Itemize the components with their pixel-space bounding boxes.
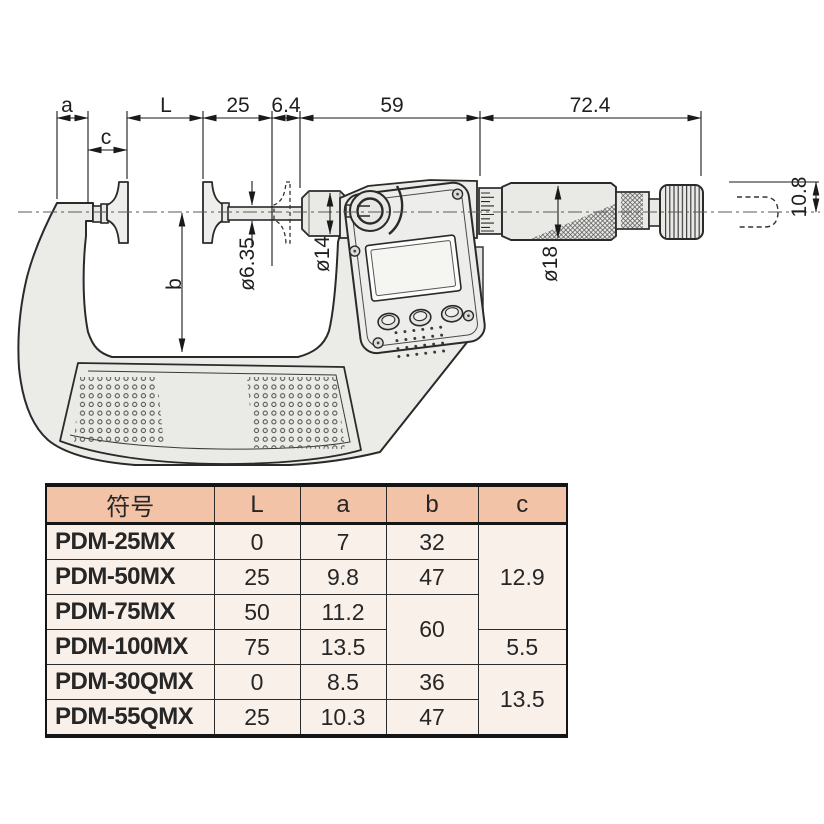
value-b: 32 bbox=[385, 523, 479, 560]
micrometer-diagram: a c L 25 6.4 59 72.4 b ø6.35 ø14 ø18 10.… bbox=[17, 94, 820, 466]
table-row: PDM-100MX 75 13.5 5.5 bbox=[45, 629, 568, 665]
value-L: 75 bbox=[213, 629, 301, 665]
dim-label-72-4: 72.4 bbox=[570, 94, 611, 117]
value-a: 13.5 bbox=[299, 629, 387, 665]
value-a: 8.5 bbox=[299, 664, 387, 700]
value-b: 47 bbox=[385, 559, 479, 595]
value-c: 5.5 bbox=[477, 629, 568, 665]
speaker-grid bbox=[394, 325, 446, 359]
model-cell: PDM-100MX bbox=[45, 629, 215, 665]
value-L: 50 bbox=[213, 594, 301, 630]
value-b: 36 bbox=[385, 664, 479, 700]
table-header-row: 符号 L a b c bbox=[45, 484, 568, 525]
table-row: PDM-55QMX 25 10.3 47 bbox=[45, 699, 567, 737]
value-a: 10.3 bbox=[299, 699, 387, 737]
dim-label-59: 59 bbox=[380, 94, 403, 117]
anvil-disc bbox=[106, 181, 129, 244]
adjust-cylinder-knurl bbox=[621, 193, 643, 228]
spindle-rod bbox=[227, 206, 303, 221]
dimension-lines bbox=[56, 111, 820, 353]
model-cell: PDM-30QMX bbox=[45, 664, 215, 700]
table-row: PDM-30QMX 0 8.5 36 13.5 bbox=[45, 664, 568, 737]
ghost-spindle-end bbox=[737, 196, 779, 228]
value-c-merged: 13.5 bbox=[477, 664, 568, 737]
value-L: 25 bbox=[213, 699, 301, 737]
value-b: 47 bbox=[385, 699, 479, 737]
value-L: 0 bbox=[213, 523, 301, 560]
model-cell: PDM-55QMX bbox=[45, 699, 215, 737]
dim-label-6-4: 6.4 bbox=[271, 94, 301, 117]
value-a: 11.2 bbox=[299, 594, 387, 630]
case-screws bbox=[349, 188, 475, 349]
function-buttons bbox=[377, 304, 464, 331]
dim-label-dia18: ø18 bbox=[539, 246, 562, 282]
col-header-symbol: 符号 bbox=[45, 484, 215, 525]
table-row: PDM-50MX 25 9.8 47 bbox=[45, 559, 567, 595]
sleeve-graduations bbox=[481, 192, 494, 232]
dim-label-b: b bbox=[163, 278, 186, 290]
model-cell: PDM-75MX bbox=[45, 594, 215, 630]
dim-label-10-8: 10.8 bbox=[788, 177, 811, 218]
dim-label-L: L bbox=[160, 94, 172, 117]
dim-label-a: a bbox=[61, 94, 73, 117]
dim-label-dia6-35: ø6.35 bbox=[236, 237, 259, 291]
model-cell: PDM-25MX bbox=[45, 523, 215, 560]
value-L: 25 bbox=[213, 559, 301, 595]
grip-dots-left bbox=[74, 377, 164, 445]
value-c-merged: 12.9 bbox=[477, 523, 568, 630]
col-header-a: a bbox=[299, 484, 387, 525]
spec-table: 符号 L a b c PDM-25MX 0 7 32 12.9 PDM-50MX… bbox=[45, 483, 568, 738]
value-b-merged: 60 bbox=[385, 594, 479, 665]
table-row: PDM-25MX 0 7 32 12.9 bbox=[45, 523, 568, 630]
dim-label-25: 25 bbox=[226, 94, 249, 117]
clamp-ring bbox=[345, 185, 404, 235]
col-header-L: L bbox=[213, 484, 301, 525]
table-row: PDM-75MX 50 11.2 60 bbox=[45, 594, 567, 665]
value-a: 7 bbox=[299, 523, 387, 560]
model-cell: PDM-50MX bbox=[45, 559, 215, 595]
thimble-knurl bbox=[530, 204, 615, 239]
dim-label-c: c bbox=[101, 126, 112, 149]
col-header-c: c bbox=[477, 484, 568, 525]
col-header-b: b bbox=[385, 484, 479, 525]
value-a: 9.8 bbox=[299, 559, 387, 595]
grip-dots-right bbox=[247, 377, 345, 449]
value-L: 0 bbox=[213, 664, 301, 700]
dim-label-dia14: ø14 bbox=[311, 236, 334, 273]
